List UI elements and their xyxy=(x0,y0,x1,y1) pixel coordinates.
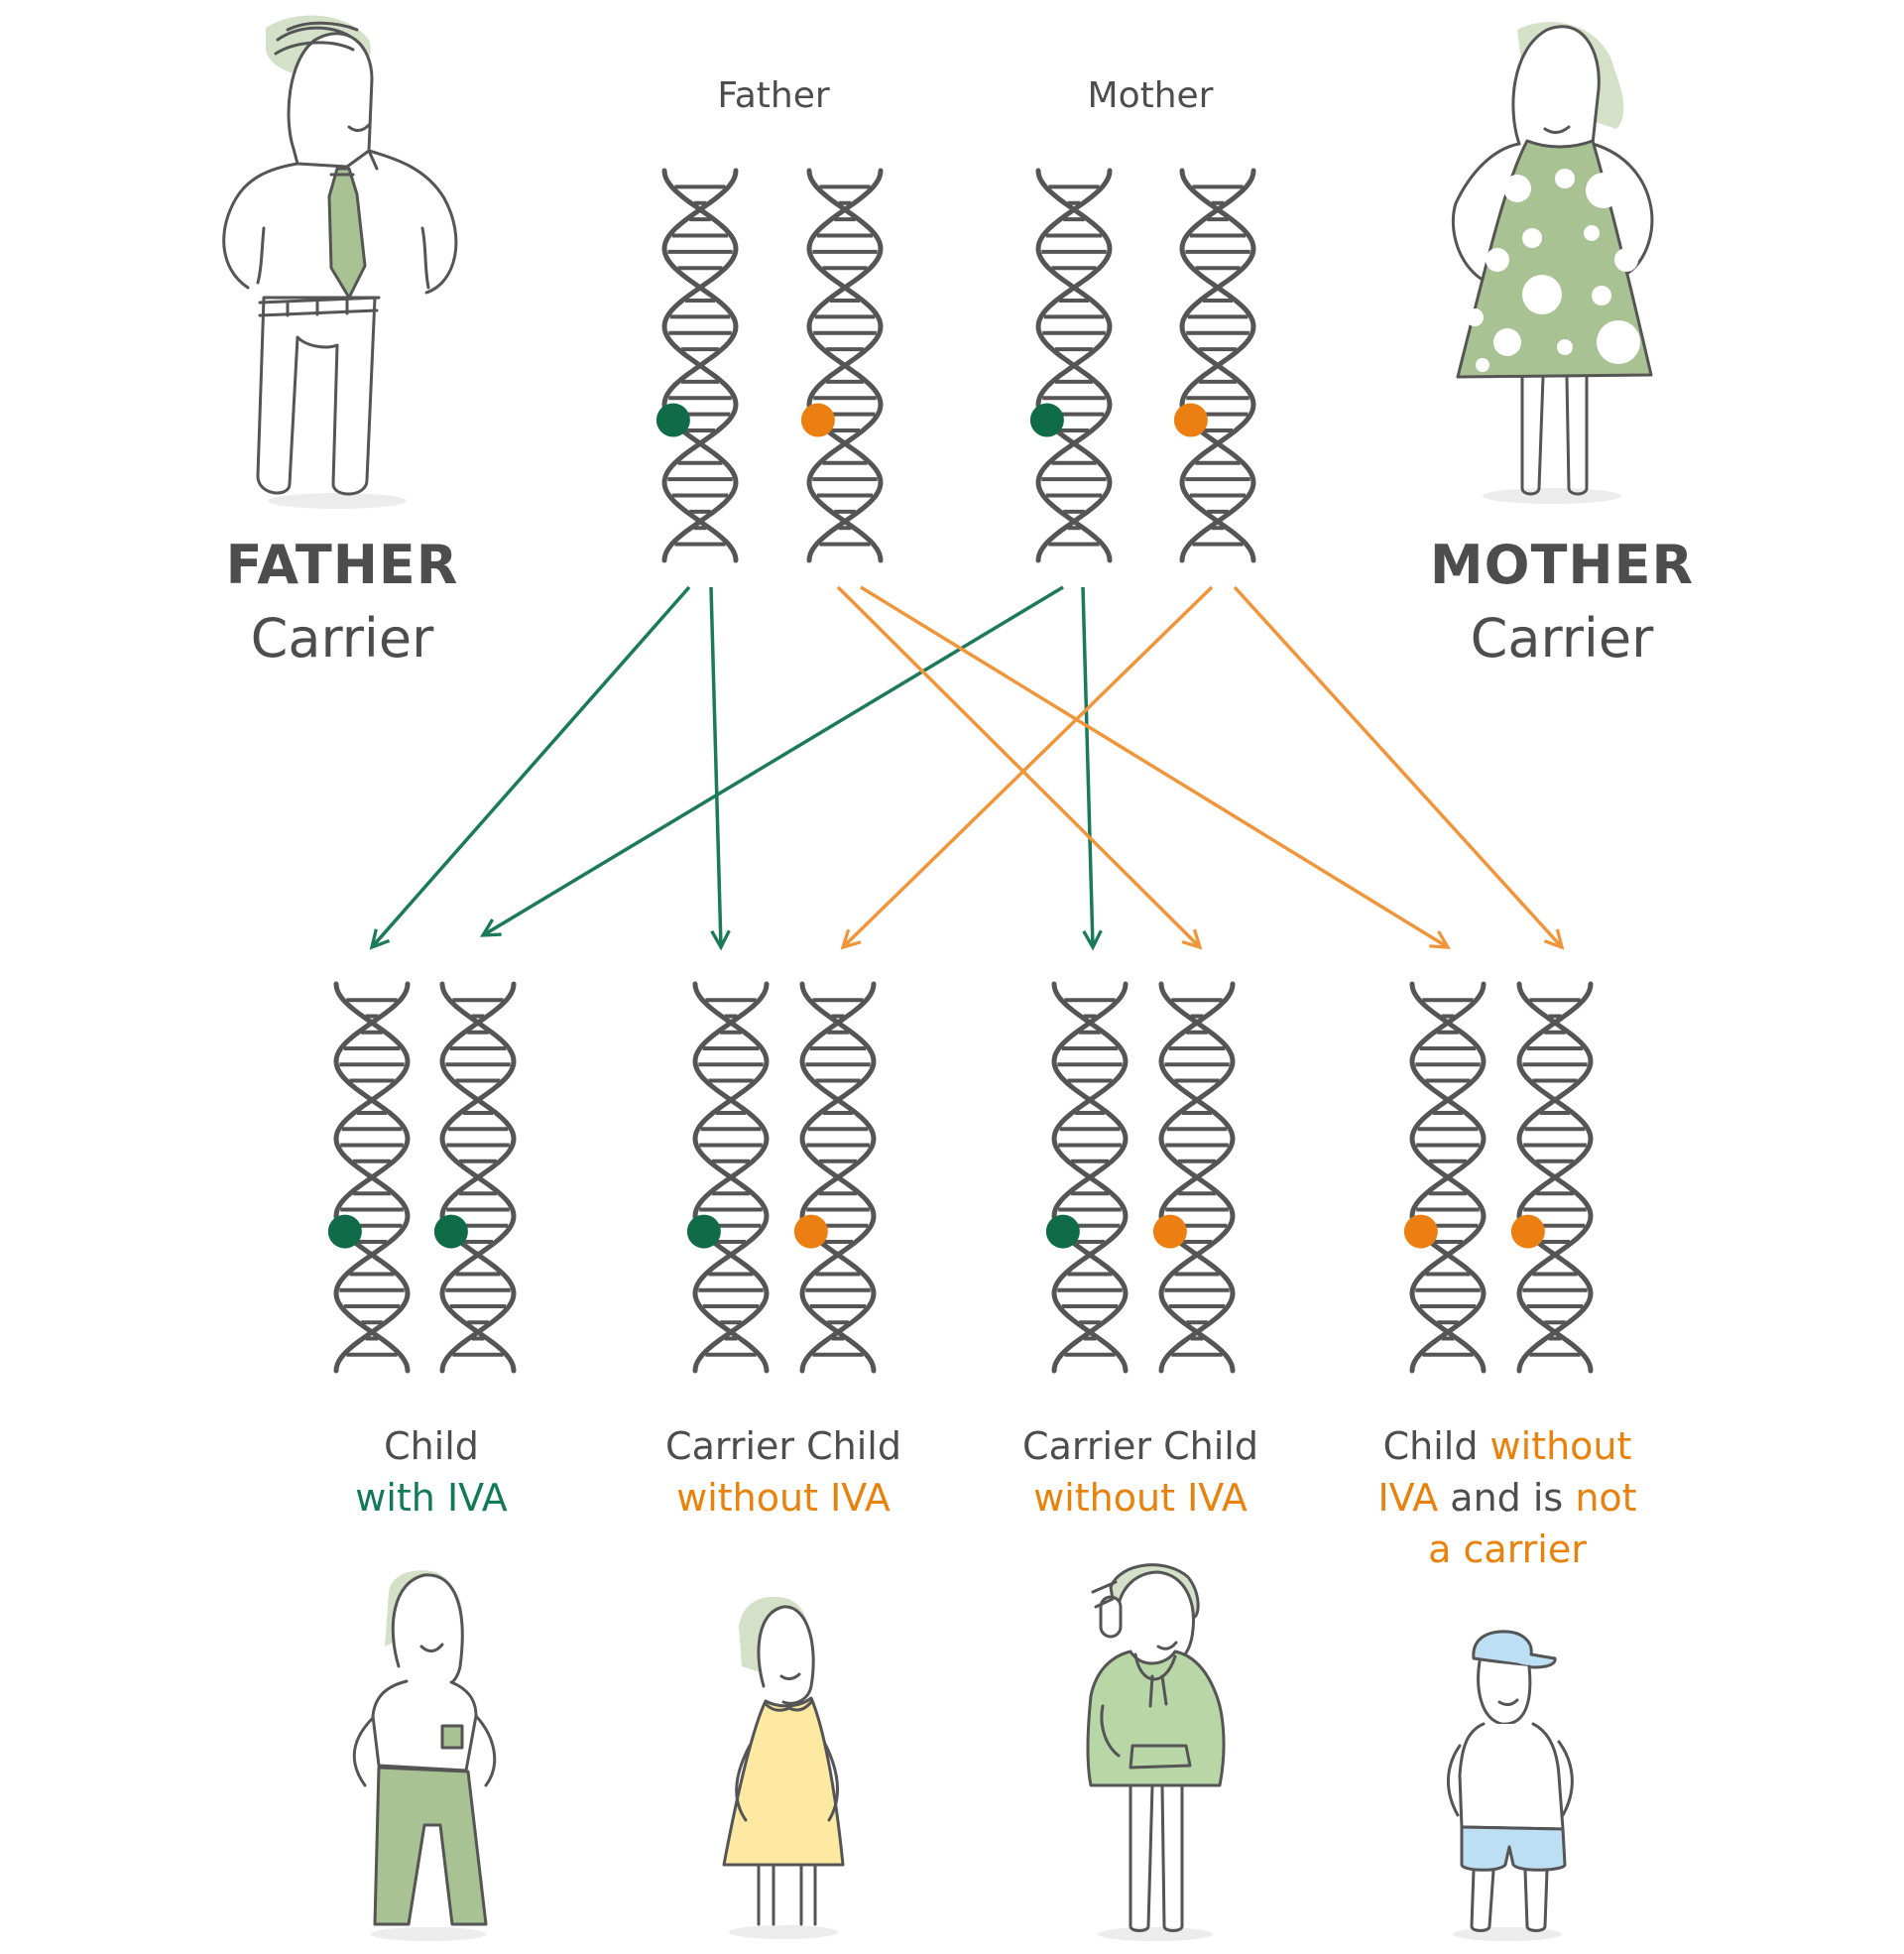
child-label-line: Child xyxy=(268,1420,595,1472)
normal-inheritance-arrow xyxy=(843,585,1214,947)
child-1-chromosome-a xyxy=(327,981,411,1374)
child-label-line: a carrier xyxy=(1319,1524,1696,1575)
dna-strand xyxy=(1158,981,1236,1374)
affected-inheritance-arrow xyxy=(372,585,691,947)
child-3-chromosome-b xyxy=(1152,981,1236,1374)
dna-strand xyxy=(333,981,411,1374)
child-label-segment: Child xyxy=(1382,1424,1490,1468)
normal-allele-marker xyxy=(1152,1214,1187,1249)
dna-strand xyxy=(1409,981,1487,1374)
affected-inheritance-arrow xyxy=(483,585,1064,935)
child-label-line: Child without xyxy=(1319,1420,1696,1472)
child-label-segment: and is xyxy=(1438,1476,1576,1520)
father-title: FATHER xyxy=(225,534,459,596)
normal-allele-marker xyxy=(1403,1214,1438,1249)
child-label-line: without IVA xyxy=(610,1472,957,1524)
normal-inheritance-arrow xyxy=(1233,585,1562,947)
child-label-segment: Carrier Child xyxy=(665,1424,901,1468)
normal-inheritance-arrow xyxy=(860,585,1448,947)
child-2-chromosome-a xyxy=(686,981,770,1374)
father-figure xyxy=(222,15,458,509)
affected-allele-marker xyxy=(1029,403,1064,437)
child-label-segment: with IVA xyxy=(355,1476,508,1520)
child-label-segment: Carrier Child xyxy=(1022,1424,1258,1468)
affected-allele-marker xyxy=(327,1214,362,1249)
child-label-line: Carrier Child xyxy=(610,1420,957,1472)
chromosome-pairs xyxy=(327,168,1594,1374)
mother-figure xyxy=(1451,22,1654,504)
non-carrier-child-figure xyxy=(1446,1630,1574,1941)
child-label-segment: without IVA xyxy=(1033,1476,1248,1520)
child-4-chromosome-b xyxy=(1510,981,1594,1374)
father-chromosome-affected xyxy=(655,168,739,563)
child-label-segment: without IVA xyxy=(676,1476,891,1520)
child-label-segment: a carrier xyxy=(1428,1527,1587,1571)
mother-title: MOTHER xyxy=(1429,534,1695,596)
child-label-carrier-2: Carrier Child without IVA xyxy=(967,1420,1314,1524)
child-label-segment: without xyxy=(1489,1424,1632,1468)
normal-inheritance-arrow xyxy=(836,585,1200,947)
father-chromosome-normal xyxy=(800,168,884,563)
child-label-line: IVA and is not xyxy=(1319,1472,1696,1524)
normal-allele-marker xyxy=(1173,403,1208,437)
carrier-child-2-figure xyxy=(1086,1563,1226,1941)
affected-allele-marker xyxy=(433,1214,468,1249)
dna-strand xyxy=(1179,168,1256,563)
affected-allele-marker xyxy=(1045,1214,1080,1249)
child-label-line: Carrier Child xyxy=(967,1420,1314,1472)
carrier-child-1-figure xyxy=(722,1596,845,1939)
child-label-with-iva: Child with IVA xyxy=(268,1420,595,1524)
child-with-iva-figure xyxy=(352,1570,497,1941)
affected-allele-marker xyxy=(686,1214,721,1249)
normal-allele-marker xyxy=(800,403,835,437)
dna-strand xyxy=(806,168,884,563)
inheritance-arrows xyxy=(372,585,1562,947)
child-3-chromosome-a xyxy=(1045,981,1129,1374)
affected-inheritance-arrow xyxy=(709,586,721,947)
dna-strand xyxy=(692,981,770,1374)
mother-dna-label: Mother xyxy=(1087,75,1214,116)
mother-chromosome-affected xyxy=(1029,168,1113,563)
dna-strand xyxy=(1035,168,1113,563)
dna-strand xyxy=(661,168,739,563)
affected-inheritance-arrow xyxy=(1081,586,1093,947)
dna-strand xyxy=(439,981,517,1374)
child-label-segment: not xyxy=(1575,1476,1637,1520)
child-2-chromosome-b xyxy=(793,981,877,1374)
dna-strand xyxy=(1051,981,1129,1374)
mother-chromosome-normal xyxy=(1173,168,1256,563)
child-4-chromosome-a xyxy=(1403,981,1487,1374)
mother-status: Carrier xyxy=(1470,607,1654,670)
dna-strand xyxy=(1516,981,1594,1374)
child-label-segment: IVA xyxy=(1377,1476,1439,1520)
normal-allele-marker xyxy=(793,1214,828,1249)
child-label-line: without IVA xyxy=(967,1472,1314,1524)
dna-strand xyxy=(799,981,877,1374)
affected-allele-marker xyxy=(655,403,690,437)
father-status: Carrier xyxy=(250,607,434,670)
father-dna-label: Father xyxy=(717,75,830,116)
child-1-chromosome-b xyxy=(433,981,517,1374)
child-label-line: with IVA xyxy=(268,1472,595,1524)
normal-allele-marker xyxy=(1510,1214,1545,1249)
child-label-segment: Child xyxy=(384,1424,479,1468)
child-label-carrier-1: Carrier Child without IVA xyxy=(610,1420,957,1524)
